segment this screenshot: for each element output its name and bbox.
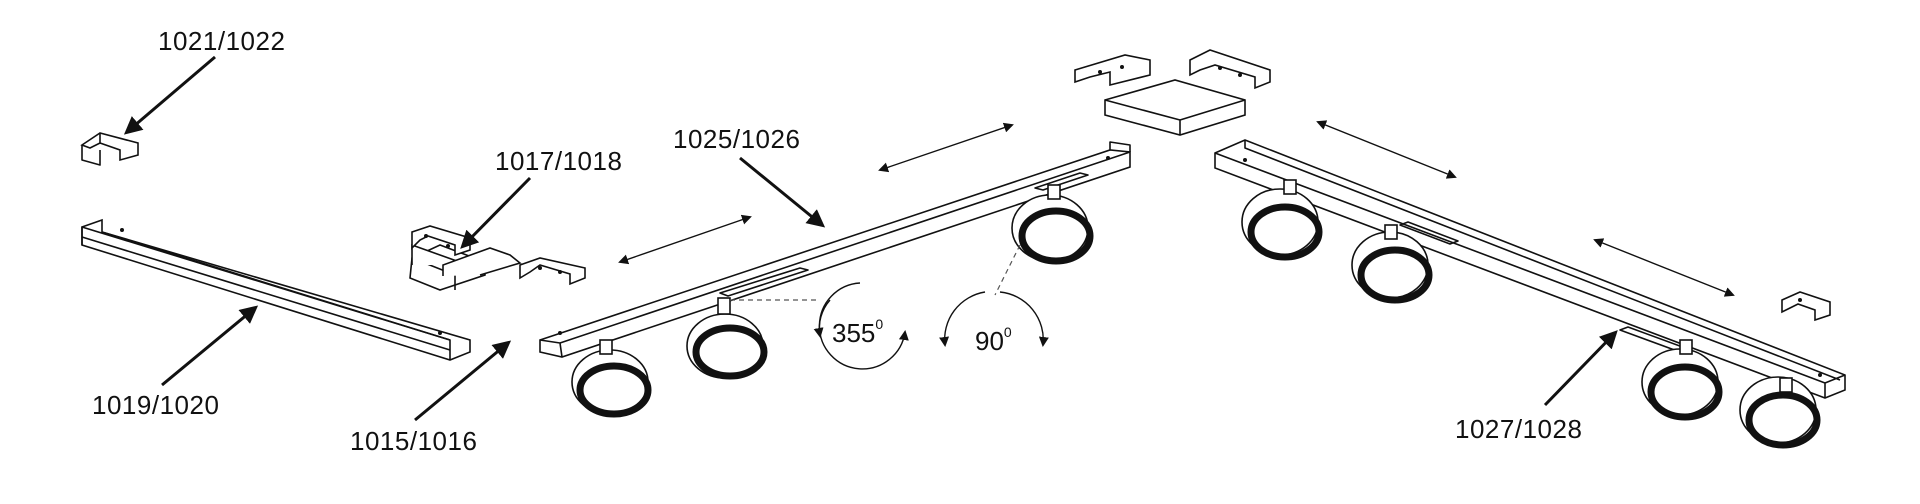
label-1021-1022: 1021/1022 xyxy=(158,26,286,56)
end-cap-1021 xyxy=(80,132,139,166)
spotlights xyxy=(571,179,1821,449)
spotlight xyxy=(1241,179,1323,261)
spotlight xyxy=(1351,224,1433,304)
tilt-indicator-90 xyxy=(939,244,1049,347)
corner-bracket-1017 xyxy=(409,225,586,291)
callout-arrows xyxy=(123,55,1618,422)
rail-1025 xyxy=(539,141,1131,358)
tilt-angle: 900 xyxy=(975,324,1012,357)
spotlight xyxy=(686,297,768,380)
end-cap-1022 xyxy=(1781,291,1831,322)
label-1017-1018: 1017/1018 xyxy=(495,146,623,176)
label-1015-1016: 1015/1016 xyxy=(350,426,478,456)
rotation-value: 355 xyxy=(832,318,876,348)
spotlight xyxy=(1641,339,1723,421)
dimension-arrows xyxy=(618,120,1735,297)
corner-bracket-top xyxy=(1074,49,1271,136)
label-1025-1026: 1025/1026 xyxy=(673,124,801,154)
rotation-indicator-355 xyxy=(730,282,909,370)
spotlight xyxy=(1011,184,1094,265)
rail-1027 xyxy=(1214,139,1846,399)
degree-mark: 0 xyxy=(875,316,884,332)
rotation-angle: 3550 xyxy=(832,316,884,349)
label-1019-1020: 1019/1020 xyxy=(92,390,220,420)
spotlight xyxy=(571,339,652,418)
label-1027-1028: 1027/1028 xyxy=(1455,414,1583,444)
degree-mark: 0 xyxy=(1003,324,1012,340)
spotlight xyxy=(1739,376,1821,449)
rail-1019 xyxy=(81,218,471,361)
tilt-value: 90 xyxy=(975,326,1004,356)
